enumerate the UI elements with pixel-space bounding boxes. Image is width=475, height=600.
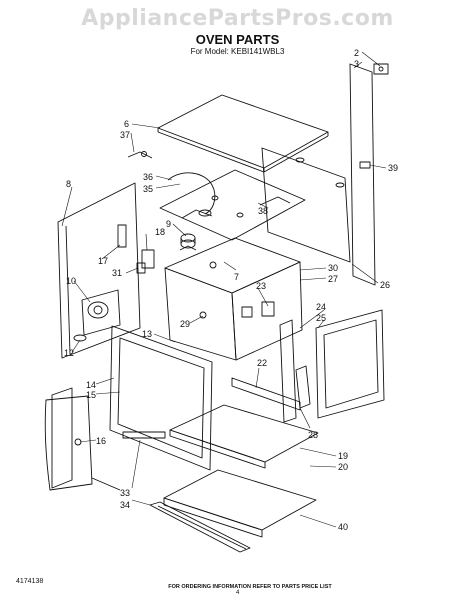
callout-17: 17 bbox=[98, 256, 108, 266]
drawer-rail bbox=[122, 431, 166, 439]
callout-13: 13 bbox=[142, 329, 152, 339]
callout-2: 2 bbox=[354, 48, 359, 58]
hinge-receiver bbox=[261, 301, 275, 317]
callout-33: 33 bbox=[120, 488, 130, 498]
control-bracket bbox=[141, 249, 155, 269]
callout-29: 29 bbox=[180, 319, 190, 329]
model-subtitle: For Model: KEBI141WBL3 bbox=[190, 47, 285, 56]
callout-40: 40 bbox=[338, 522, 348, 532]
upper-insulation-panel bbox=[159, 169, 306, 241]
bake-element bbox=[167, 172, 216, 215]
rear-panel bbox=[349, 63, 376, 286]
callout-numbers: 2 3 6 37 39 8 36 35 38 9 18 17 7 30 27 2… bbox=[64, 48, 398, 532]
temperature-probe bbox=[127, 151, 153, 159]
light-socket bbox=[73, 334, 87, 342]
callout-30: 30 bbox=[328, 263, 338, 273]
callout-20: 20 bbox=[338, 462, 348, 472]
callout-24: 24 bbox=[316, 302, 326, 312]
page-number: 4 bbox=[236, 590, 240, 596]
bottom-rail bbox=[231, 377, 301, 411]
drawer-panel bbox=[163, 469, 317, 531]
callout-36: 36 bbox=[143, 172, 153, 182]
blower-motor bbox=[87, 301, 109, 319]
callout-19: 19 bbox=[338, 451, 348, 461]
right-side-panel bbox=[261, 147, 351, 263]
ordering-info-footer: FOR ORDERING INFORMATION REFER TO PARTS … bbox=[168, 584, 332, 590]
callout-23: 23 bbox=[256, 281, 266, 291]
callout-35: 35 bbox=[143, 184, 153, 194]
callout-3: 3 bbox=[354, 59, 359, 69]
callout-25: 25 bbox=[316, 313, 326, 323]
callout-39: 39 bbox=[388, 163, 398, 173]
callout-37: 37 bbox=[120, 130, 130, 140]
callout-12: 12 bbox=[64, 348, 74, 358]
door-hinge bbox=[279, 319, 297, 423]
callout-28: 28 bbox=[308, 430, 318, 440]
callout-38: 38 bbox=[258, 206, 268, 216]
rear-bracket bbox=[373, 63, 389, 75]
callout-22: 22 bbox=[257, 358, 267, 368]
hinge-arm bbox=[295, 365, 311, 409]
callout-7: 7 bbox=[234, 272, 239, 282]
callout-9: 9 bbox=[166, 219, 171, 229]
left-side-panel bbox=[57, 182, 141, 359]
callout-16: 16 bbox=[96, 436, 106, 446]
callout-15: 15 bbox=[86, 390, 96, 400]
oven-front-frame bbox=[109, 325, 213, 471]
page-title: OVEN PARTS bbox=[195, 32, 280, 47]
callout-34: 34 bbox=[120, 500, 130, 510]
side-clip bbox=[359, 161, 371, 169]
document-number: 4174138 bbox=[16, 578, 44, 585]
oven-cavity-side bbox=[231, 261, 303, 361]
callout-6: 6 bbox=[124, 119, 129, 129]
callout-8: 8 bbox=[66, 179, 71, 189]
oven-cavity-top bbox=[164, 237, 301, 294]
callout-26: 26 bbox=[380, 280, 390, 290]
toe-kick-vent bbox=[149, 501, 251, 553]
callout-leaders bbox=[61, 51, 387, 528]
site-watermark: AppliancePartsPros.com bbox=[81, 6, 394, 31]
door-gasket bbox=[51, 387, 73, 489]
top-panel bbox=[157, 94, 329, 169]
callout-14: 14 bbox=[86, 380, 96, 390]
door-inner-panel bbox=[315, 309, 385, 419]
callout-10: 10 bbox=[66, 276, 76, 286]
callout-18: 18 bbox=[155, 227, 165, 237]
callout-27: 27 bbox=[328, 274, 338, 284]
callout-31: 31 bbox=[112, 268, 122, 278]
